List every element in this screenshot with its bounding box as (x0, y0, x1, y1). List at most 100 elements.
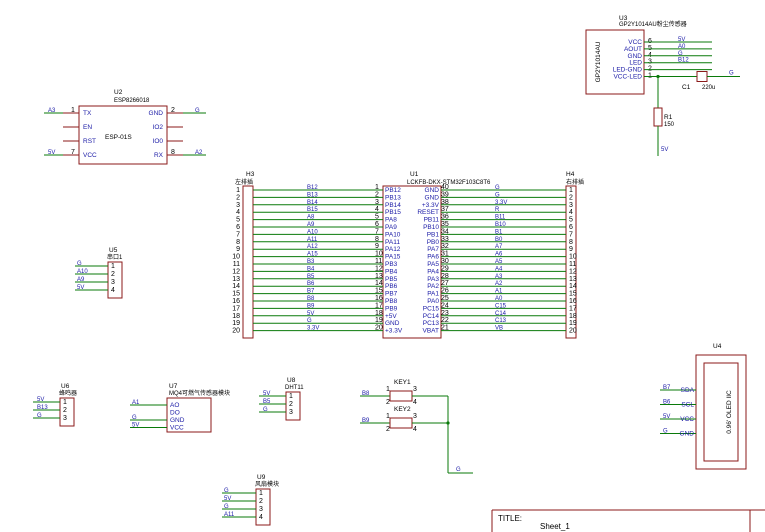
u1-left-pin-name: PB6 (385, 283, 398, 290)
key2-ref: KEY2 (394, 406, 411, 413)
c1-net: G (729, 71, 734, 77)
key2-pin-1: 1 (386, 413, 390, 420)
h3-pin-num: 4 (236, 209, 240, 216)
u7-net: A1 (132, 400, 140, 406)
u1-left-pin-name: PB7 (385, 291, 398, 298)
u1-left-pin-name: PB5 (385, 276, 398, 283)
h3-pin-num: 10 (232, 254, 240, 261)
u1-right-net: VB (495, 326, 503, 332)
u1-right-net: G (495, 192, 500, 198)
h4-pin-num: 7 (569, 231, 573, 238)
u5-net: G (77, 261, 82, 267)
u2-name: ESP-01S (105, 134, 132, 141)
u1-right-net: A1 (495, 289, 503, 295)
h3-pin-num: 15 (232, 291, 240, 298)
u2-right-pin-name: RX (154, 152, 164, 159)
h4-pin-num: 4 (569, 209, 573, 216)
u1-left-pin-num: 9 (375, 243, 379, 250)
h3-pin-num: 1 (236, 187, 240, 194)
h4-pin-num: 13 (569, 276, 577, 283)
u1-left-pin-name: PB9 (385, 305, 398, 312)
u8-body (285, 391, 301, 421)
u1-left-net: 3.3V (307, 326, 319, 332)
h3-pin-num: 7 (236, 231, 240, 238)
u1-right-net: A4 (495, 266, 503, 272)
u1-left-net: G (307, 318, 312, 324)
u1-right-pin-name: PA6 (427, 254, 439, 261)
h3-pin-num: 3 (236, 202, 240, 209)
u1-right-pin-num: 22 (441, 317, 449, 324)
title-block: TITLE:Sheet_1 (491, 509, 765, 532)
u1-right-pin-num: 37 (441, 206, 449, 213)
u9-value: 风扇模块 (255, 480, 279, 488)
u3-pin-name: AOUT (624, 46, 642, 53)
u1-right-pin-name: PC13 (423, 320, 440, 327)
u1-left-pin-num: 17 (375, 302, 383, 309)
u1-left-pin-num: 1 (375, 184, 379, 191)
u1-left-net: A11 (307, 237, 318, 243)
u3-net: A0 (678, 44, 686, 50)
u1-right-pin-num: 32 (441, 243, 449, 250)
h4-pin-num: 20 (569, 328, 577, 335)
u1-right-pin-num: 25 (441, 295, 449, 302)
peripheral-modules: U5串口11G2A103A945VU6蜂鸣器15V2B133GU8DHT1115… (33, 247, 304, 526)
h3-pin-num: 6 (236, 224, 240, 231)
key2-net: B9 (362, 418, 370, 424)
u1-right-pin-num: 34 (441, 228, 449, 235)
u1-left-net: B14 (307, 200, 318, 206)
key2-body (389, 417, 413, 429)
u2-left-pin-name: RST (83, 138, 96, 145)
u1-right-pin-name: GND (425, 194, 440, 201)
u3-pin-name: LED (629, 60, 642, 67)
u3-pin-name: VCC-LED (613, 74, 642, 81)
h4-pin-num: 12 (569, 268, 577, 275)
u1-left-pin-name: +3.3V (385, 328, 403, 335)
key2-pin-2: 2 (386, 426, 390, 433)
u1-left-pin-name: PB4 (385, 268, 398, 275)
u1-right-pin-name: PC14 (423, 313, 440, 320)
u5-ref: U5 (109, 247, 118, 254)
u1-right-pin-name: GND (425, 187, 440, 194)
u5-body (107, 261, 123, 299)
u1-left-pin-name: PB14 (385, 202, 401, 209)
u1-body (382, 185, 442, 339)
key1-pin-3: 3 (413, 386, 417, 393)
u1-left-pin-name: PA9 (385, 224, 397, 231)
u1-left-pin-num: 18 (375, 310, 383, 317)
u1-right-net: A6 (495, 252, 503, 258)
u1-right-pin-num: 21 (441, 325, 449, 332)
u1-right-net: A7 (495, 244, 503, 250)
u9-pin-num: 4 (259, 514, 263, 521)
u1-left-pin-num: 6 (375, 221, 379, 228)
title-label: TITLE: (498, 514, 522, 523)
h4-pin-num: 3 (569, 202, 573, 209)
u1-right-pin-name: PB0 (427, 239, 440, 246)
u6-value: 蜂鸣器 (59, 389, 77, 397)
u6-pin-num: 3 (63, 415, 67, 422)
u1-left-net: B13 (307, 192, 318, 198)
u4-value: 0.96' OLED IIC (726, 390, 733, 434)
u2-body (78, 105, 168, 165)
u1-left-pin-num: 16 (375, 295, 383, 302)
u1-left-net: B3 (307, 259, 315, 265)
c1-body (696, 71, 708, 82)
u7-ref: U7 (169, 383, 178, 390)
u9-net: A11 (224, 512, 235, 518)
u1-left-pin-num: 7 (375, 228, 379, 235)
u1-right-pin-name: RESET (417, 209, 439, 216)
h3-pin-num: 16 (232, 298, 240, 305)
h3-pin-num: 18 (232, 313, 240, 320)
u4-net: G (663, 429, 668, 435)
u1-left-net: A12 (307, 244, 318, 250)
u1-right-pin-num: 30 (441, 258, 449, 265)
u1-right-pin-num: 36 (441, 214, 449, 221)
u1-right-net: B1 (495, 229, 503, 235)
u3-pin-num: 3 (648, 59, 652, 66)
u1-right-net: A2 (495, 281, 503, 287)
u3-pin-name: LED-GND (613, 67, 643, 74)
u2-left-pin-name: VCC (83, 152, 97, 159)
h3-pin-num: 11 (233, 261, 240, 268)
u1-right-net: A0 (495, 296, 503, 302)
